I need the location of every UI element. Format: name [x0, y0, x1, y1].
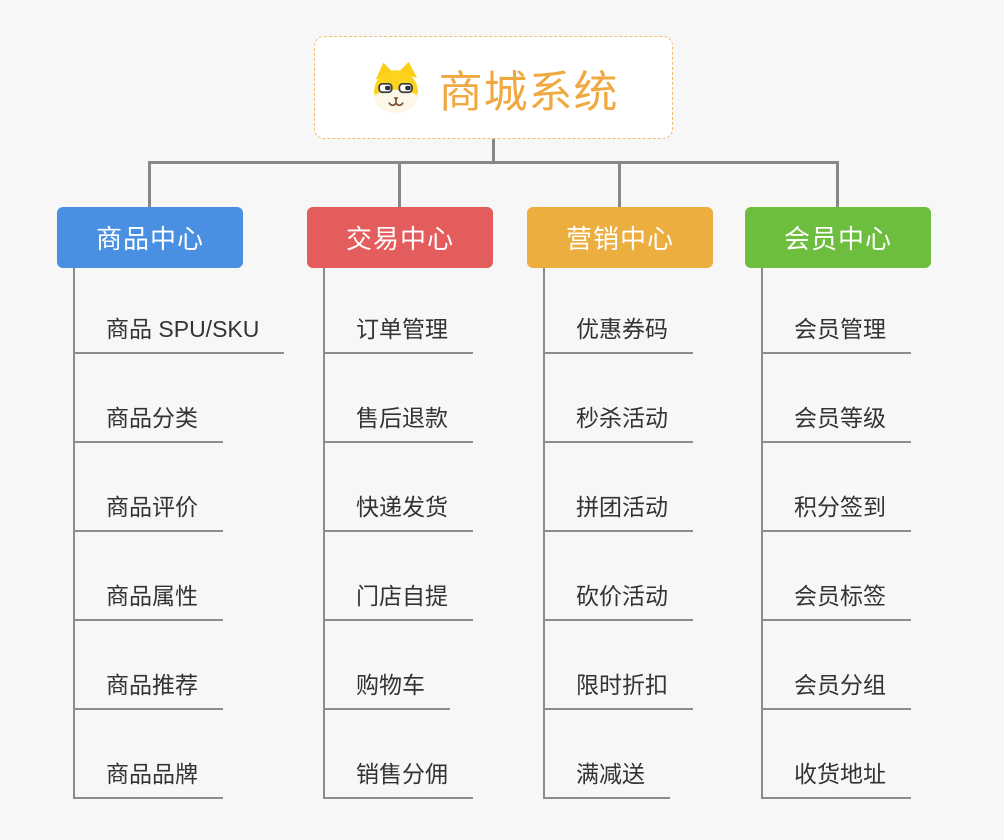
branch-trunk-line — [323, 268, 325, 799]
branch-member-center: 会员中心 会员管理 会员等级 积分签到 会员标签 会员分组 收货地址 — [745, 207, 1004, 799]
branch-label: 商品中心 — [95, 224, 204, 254]
connector-drop-goods — [148, 161, 151, 207]
branch-label: 会员中心 — [783, 224, 892, 254]
leaf-topic[interactable]: 商品属性 — [73, 532, 223, 621]
branch-goods-center: 商品中心 商品 SPU/SKU 商品分类 商品评价 商品属性 商品推荐 商品品牌 — [57, 207, 319, 799]
leaf-topic[interactable]: 商品品牌 — [73, 710, 223, 799]
root-title: 商城系统 — [438, 67, 619, 117]
leaf-topic[interactable]: 购物车 — [323, 621, 450, 710]
leaf-topic[interactable]: 收货地址 — [761, 710, 911, 799]
branch-trunk-line — [73, 268, 75, 799]
root-node[interactable]: 商城系统 — [314, 36, 673, 139]
connector-root-drop — [492, 139, 495, 164]
branch-trunk-line — [761, 268, 763, 799]
leaf-topic[interactable]: 优惠券码 — [543, 265, 693, 354]
leaf-topic[interactable]: 砍价活动 — [543, 532, 693, 621]
branch-marketing-center: 营销中心 优惠券码 秒杀活动 拼团活动 砍价活动 限时折扣 满减送 — [527, 207, 789, 799]
leaf-topic[interactable]: 会员管理 — [761, 265, 911, 354]
leaf-topic[interactable]: 售后退款 — [323, 354, 473, 443]
branch-items: 会员管理 会员等级 积分签到 会员标签 会员分组 收货地址 — [761, 265, 911, 799]
leaf-topic[interactable]: 积分签到 — [761, 443, 911, 532]
connector-drop-trade — [398, 161, 401, 207]
leaf-topic[interactable]: 商品 SPU/SKU — [73, 265, 285, 354]
leaf-topic[interactable]: 商品推荐 — [73, 621, 223, 710]
connector-horizontal — [148, 161, 839, 164]
leaf-topic[interactable]: 秒杀活动 — [543, 354, 693, 443]
branch-trunk-line — [543, 268, 545, 799]
branch-header-marketing[interactable]: 营销中心 — [527, 207, 713, 268]
branch-label: 营销中心 — [565, 224, 674, 254]
leaf-topic[interactable]: 快递发货 — [323, 443, 473, 532]
leaf-topic[interactable]: 销售分佣 — [323, 710, 473, 799]
connector-drop-member — [836, 161, 839, 207]
branch-label: 交易中心 — [345, 224, 454, 254]
branch-items: 优惠券码 秒杀活动 拼团活动 砍价活动 限时折扣 满减送 — [543, 265, 693, 799]
leaf-topic[interactable]: 满减送 — [543, 710, 670, 799]
leaf-topic[interactable]: 会员等级 — [761, 354, 911, 443]
leaf-topic[interactable]: 会员标签 — [761, 532, 911, 621]
branch-header-member[interactable]: 会员中心 — [745, 207, 931, 268]
leaf-topic[interactable]: 门店自提 — [323, 532, 473, 621]
leaf-topic[interactable]: 订单管理 — [323, 265, 473, 354]
leaf-topic[interactable]: 拼团活动 — [543, 443, 693, 532]
connector-drop-marketing — [618, 161, 621, 207]
branch-items: 商品 SPU/SKU 商品分类 商品评价 商品属性 商品推荐 商品品牌 — [73, 265, 285, 799]
leaf-topic[interactable]: 商品评价 — [73, 443, 223, 532]
branch-header-goods[interactable]: 商品中心 — [57, 207, 243, 268]
branch-trade-center: 交易中心 订单管理 售后退款 快递发货 门店自提 购物车 销售分佣 — [307, 207, 569, 799]
leaf-topic[interactable]: 限时折扣 — [543, 621, 693, 710]
doge-icon — [373, 61, 418, 112]
leaf-topic[interactable]: 会员分组 — [761, 621, 911, 710]
branch-items: 订单管理 售后退款 快递发货 门店自提 购物车 销售分佣 — [323, 265, 473, 799]
leaf-topic[interactable]: 商品分类 — [73, 354, 223, 443]
branch-header-trade[interactable]: 交易中心 — [307, 207, 493, 268]
